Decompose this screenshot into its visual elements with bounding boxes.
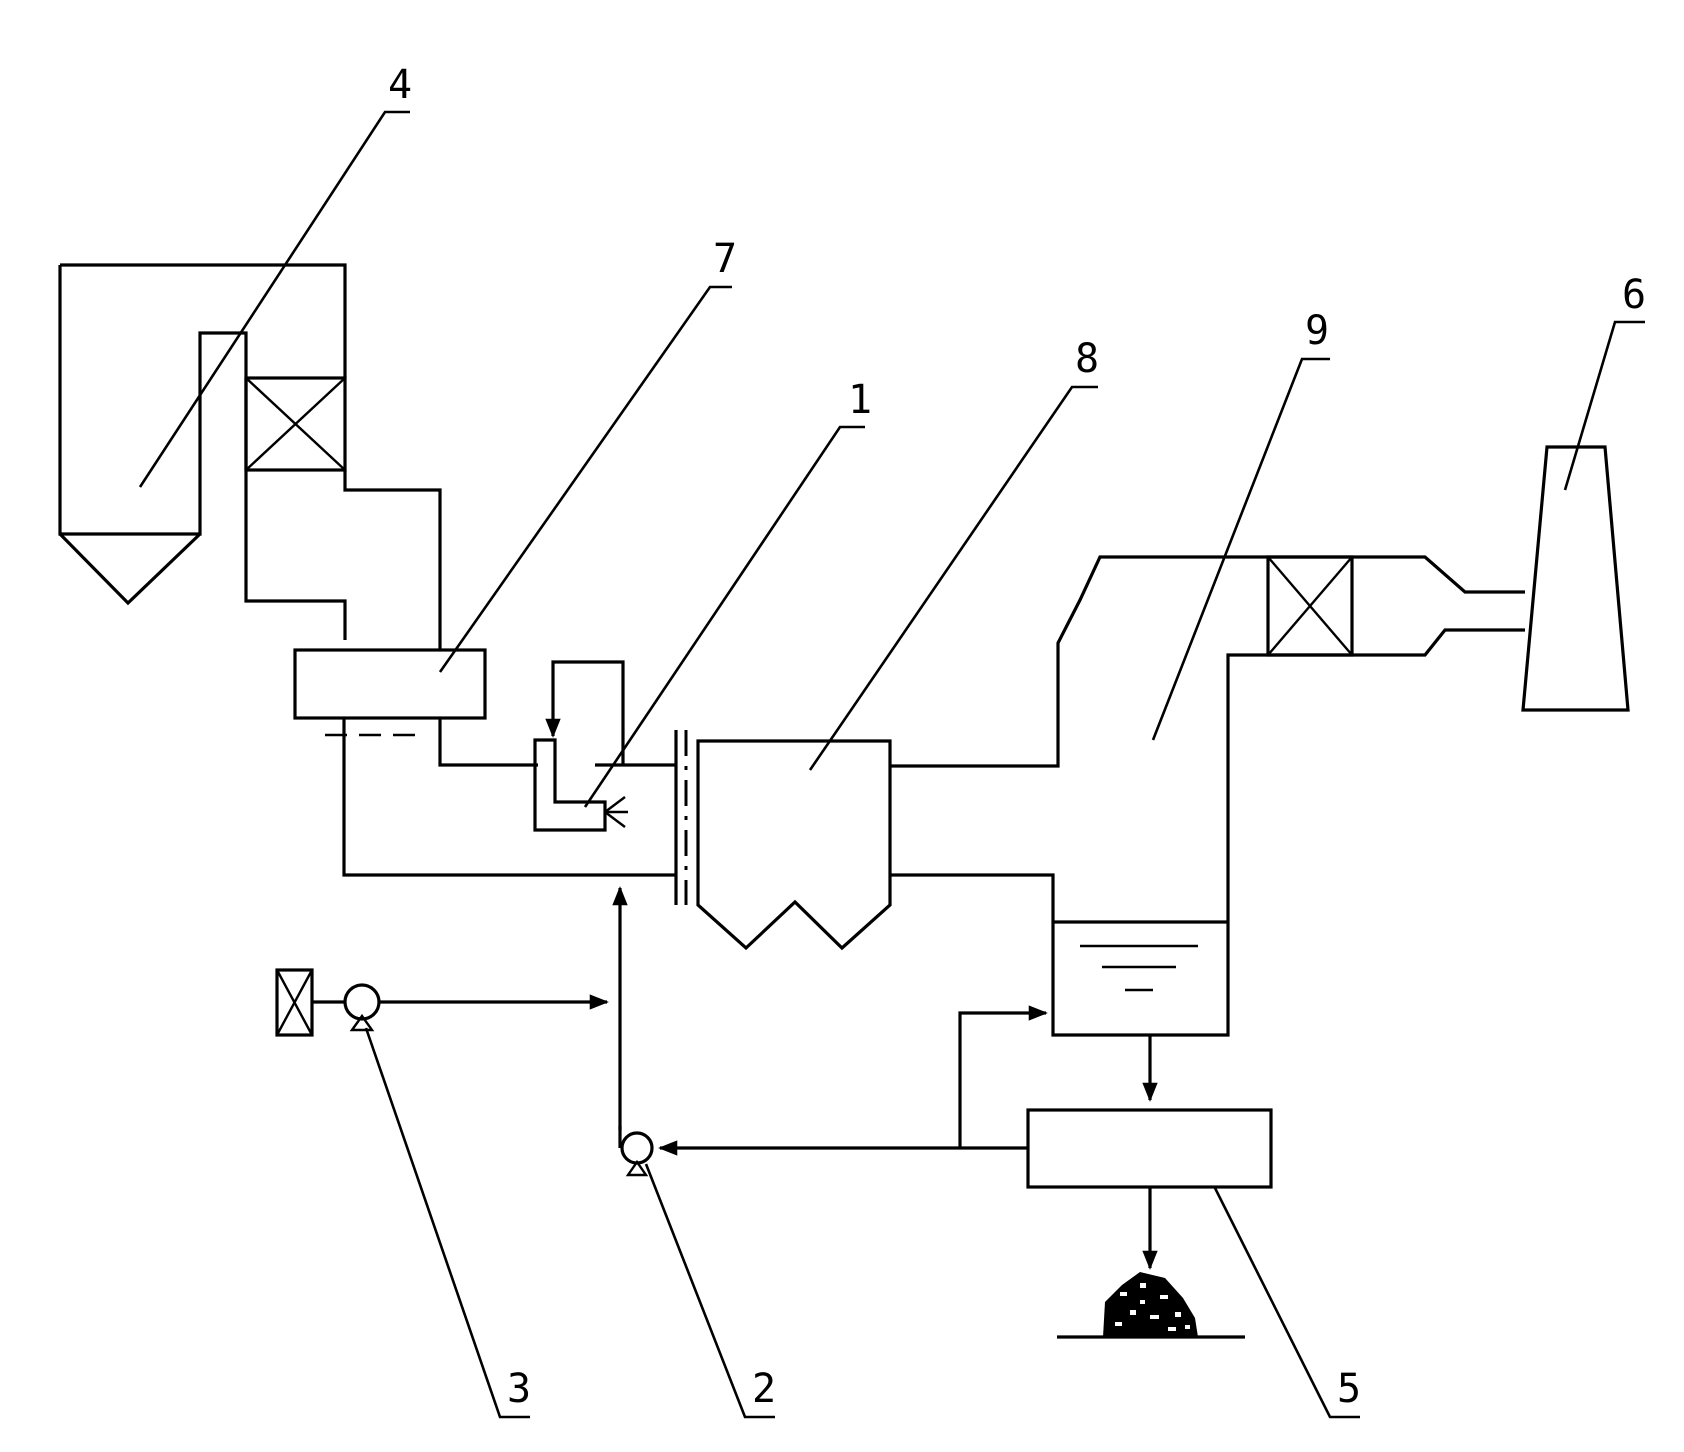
label-6: 6 <box>1622 272 1646 318</box>
label-4: 4 <box>388 62 412 108</box>
demister-block <box>1266 555 1354 657</box>
gypsum-pile-icon <box>1057 1272 1245 1339</box>
nozzle-icon <box>604 796 628 828</box>
absorber <box>890 555 1525 1037</box>
air-preheater <box>293 648 487 720</box>
separator <box>1026 1035 1273 1270</box>
label-9: 9 <box>1305 308 1329 354</box>
duct-damper <box>674 730 688 905</box>
leader-lines <box>138 110 1645 1419</box>
boiler <box>58 263 442 650</box>
additive-pump-icon <box>343 983 381 1032</box>
flue-ducts <box>325 718 676 877</box>
label-3: 3 <box>507 1366 531 1412</box>
additive-feed <box>275 968 346 1037</box>
spray-unit <box>533 660 628 832</box>
precipitator <box>696 739 892 951</box>
chimney <box>1521 445 1630 712</box>
label-1: 1 <box>848 377 872 423</box>
label-2: 2 <box>752 1366 776 1412</box>
slurry-recirculation <box>612 886 1048 1156</box>
label-7: 7 <box>713 236 737 282</box>
slurry-pump-icon <box>620 1131 654 1177</box>
label-5: 5 <box>1337 1366 1361 1412</box>
liquid-level-icon <box>1080 944 1198 992</box>
economizer-block <box>244 376 347 472</box>
label-8: 8 <box>1075 336 1099 382</box>
